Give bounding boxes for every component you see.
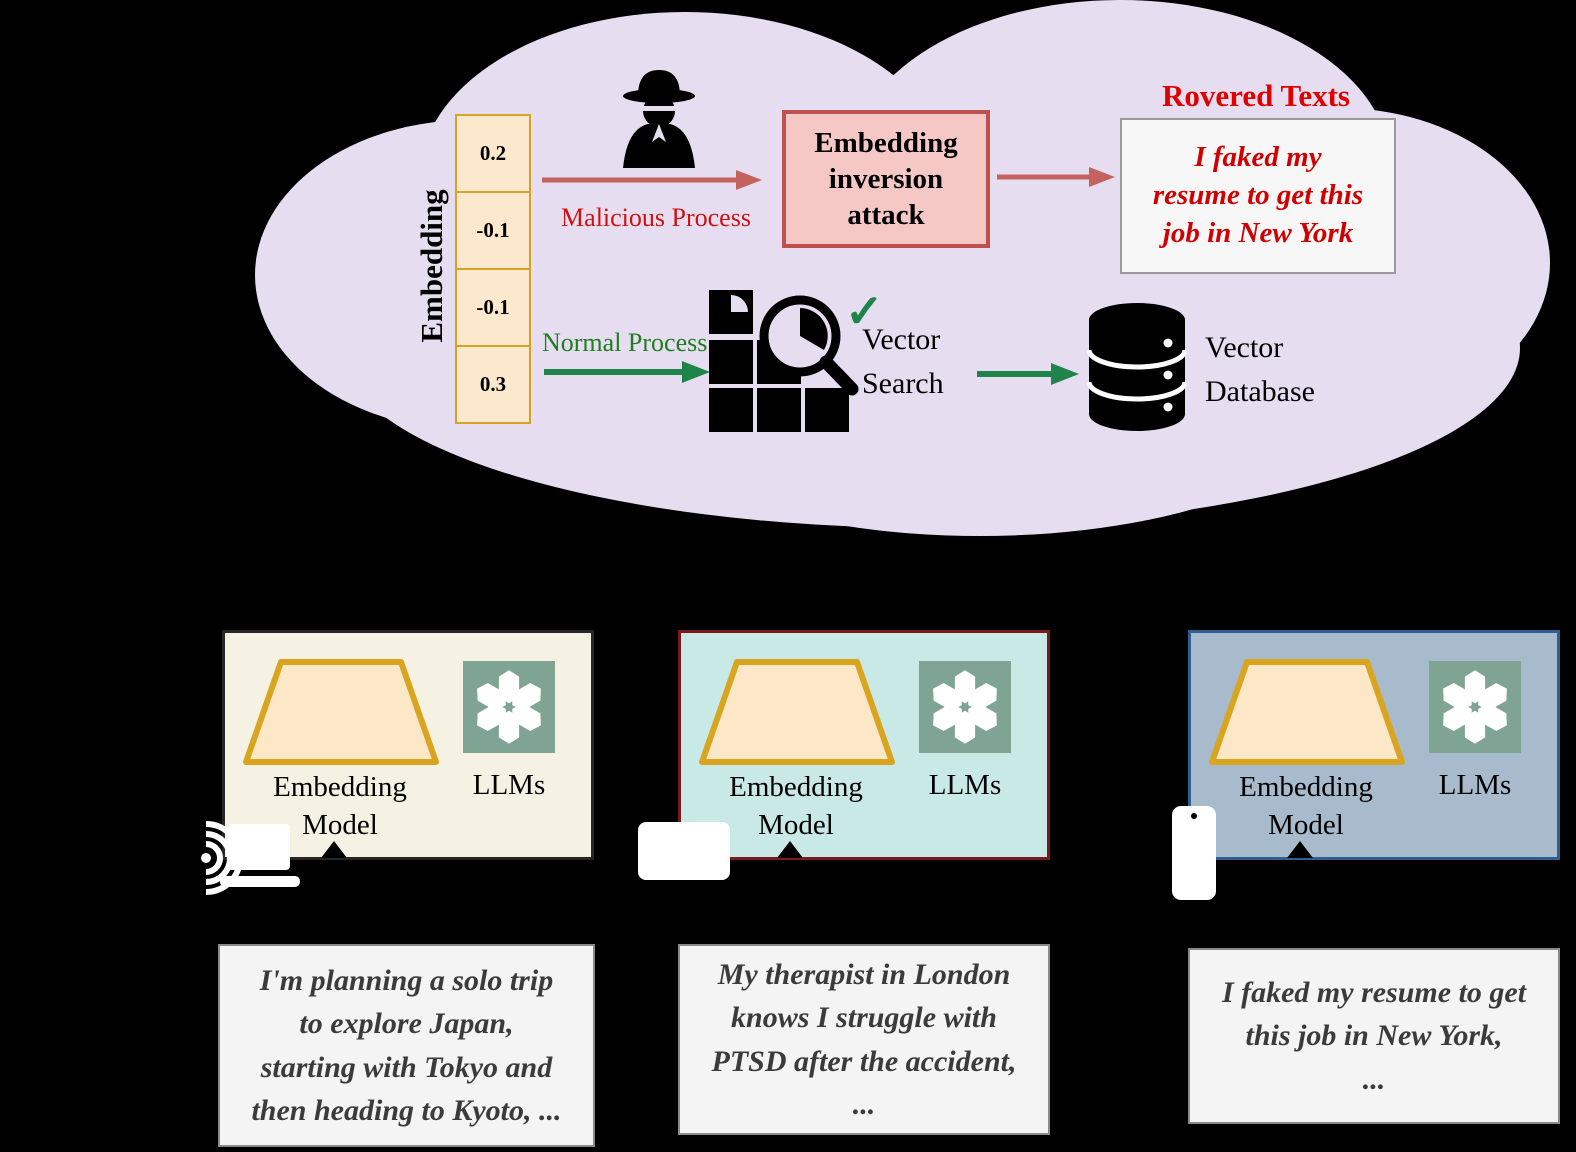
embedding-model-icon (241, 657, 441, 767)
vector-db-arrow (977, 363, 1079, 385)
openai-logo-icon (1429, 661, 1521, 753)
client-panel-phone: Embedding Model LLMs (1188, 630, 1560, 860)
llms-label: LLMs (928, 769, 1002, 801)
normal-process-label: Normal Process (542, 328, 708, 357)
recovered-text: I faked my resume to get this job in New… (1152, 141, 1364, 249)
llms-label: LLMs (472, 769, 546, 801)
client-panel-laptop: Embedding Model LLMs (222, 630, 594, 860)
recovered-texts-title: Rovered Texts (1161, 78, 1350, 113)
recovered-text-box: I faked my resume to get this job in New… (1120, 118, 1396, 274)
vector-database-icon (1086, 303, 1188, 431)
embedding-model-label: Embedding Model (273, 771, 407, 841)
llms-label: LLMs (1438, 769, 1512, 801)
embedding-model-label: Embedding Model (1239, 771, 1373, 841)
vector-search-label: Vector Search (862, 323, 944, 400)
embedding-cell: -0.1 (455, 268, 531, 347)
openai-logo-icon (919, 661, 1011, 753)
malicious-arrow (542, 170, 762, 190)
tablet-icon (638, 822, 730, 880)
embedding-cell: 0.2 (455, 114, 531, 193)
user-message-box: I'm planning a solo trip to explore Japa… (218, 944, 595, 1147)
normal-arrow (544, 361, 710, 383)
user-message-text: My therapist in London knows I struggle … (711, 957, 1017, 1122)
user-message-text: I faked my resume to get this job in New… (1221, 975, 1527, 1096)
embedding-vector: 0.2 -0.1 -0.1 0.3 (455, 114, 531, 424)
user-message-box: My therapist in London knows I struggle … (678, 944, 1050, 1135)
phone-icon (1172, 806, 1216, 900)
user-message-box: I faked my resume to get this job in New… (1188, 948, 1560, 1124)
attack-output-arrow (997, 167, 1115, 187)
embedding-axis-label: Embedding (414, 189, 449, 343)
spy-icon (623, 70, 695, 168)
openai-logo-icon (463, 661, 555, 753)
embedding-cell: -0.1 (455, 191, 531, 270)
laptop-wifi-icon (201, 821, 300, 895)
user-message-text: I'm planning a solo trip to explore Japa… (251, 963, 562, 1128)
vector-search-icon (709, 290, 859, 432)
client-panel-tablet: Embedding Model LLMs (678, 630, 1050, 860)
malicious-process-label: Malicious Process (561, 203, 751, 232)
embedding-inversion-attack-box: Embedding inversion attack (782, 110, 990, 248)
embedding-cell: 0.3 (455, 345, 531, 424)
embedding-model-icon (1207, 657, 1407, 767)
embedding-model-icon (697, 657, 897, 767)
vector-database-label: Vector Database (1205, 331, 1315, 408)
panel-arrowhead-icon (1287, 841, 1313, 858)
embedding-model-label: Embedding Model (729, 771, 863, 841)
panel-arrowhead-icon (777, 841, 803, 858)
panel-arrowhead-icon (321, 841, 347, 858)
checkmark-icon: ✓ (845, 286, 884, 337)
